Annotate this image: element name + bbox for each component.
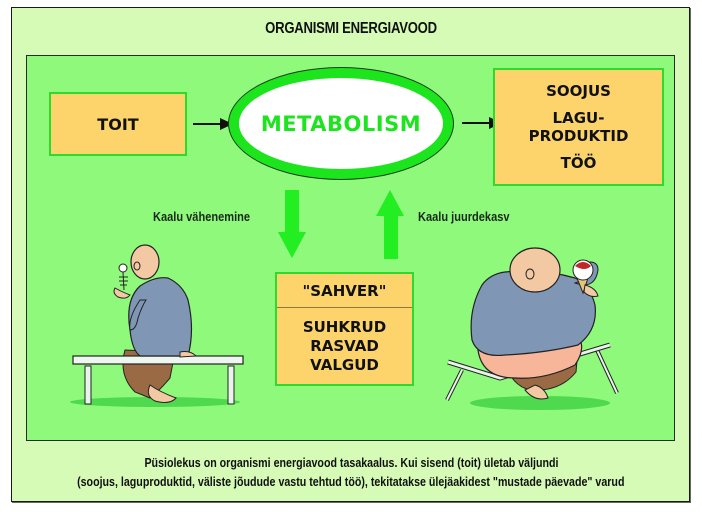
storage-item-sugars: SUHKRUD xyxy=(302,317,387,336)
weight-loss-label: Kaalu vähenemine xyxy=(153,209,251,224)
output-line-waste-1: LAGU- xyxy=(552,109,605,127)
arrow-right-icon xyxy=(193,118,233,130)
storage-box-header: "SAHVER" xyxy=(277,274,412,308)
output-line-waste-2: PRODUKTID xyxy=(528,127,629,145)
metabolism-node: METABOLISM xyxy=(229,68,453,179)
output-box: SOOJUS LAGU- PRODUKTID TÖÖ xyxy=(493,68,664,186)
weight-gain-label: Kaalu juurdekasv xyxy=(418,209,510,224)
storage-box: "SAHVER" SUHKRUD RASVAD VALGUD xyxy=(275,272,414,386)
arrow-down-icon xyxy=(278,190,306,258)
arrow-up-icon xyxy=(376,190,404,259)
caption-line-2: (soojus, laguproduktid, väliste jõudude … xyxy=(77,474,625,489)
storage-item-fats: RASVAD xyxy=(310,336,379,355)
thin-man-illustration xyxy=(70,244,244,407)
output-line-work: TÖÖ xyxy=(560,154,597,172)
input-box-label: TOIT xyxy=(97,114,139,134)
caption-line-1: Püsiolekus on organismi energiavood tasa… xyxy=(143,455,559,470)
storage-item-proteins: VALGUD xyxy=(310,355,379,374)
storage-box-contents: SUHKRUD RASVAD VALGUD xyxy=(303,308,386,384)
ice-cream-icon xyxy=(572,259,594,295)
fat-man-illustration xyxy=(445,247,619,410)
metabolism-label: METABOLISM xyxy=(260,111,422,136)
input-box-food: TOIT xyxy=(49,92,187,156)
diagram-title: ORGANISMI ENERGIAVOOD xyxy=(265,20,437,37)
output-line-heat: SOOJUS xyxy=(546,82,611,100)
